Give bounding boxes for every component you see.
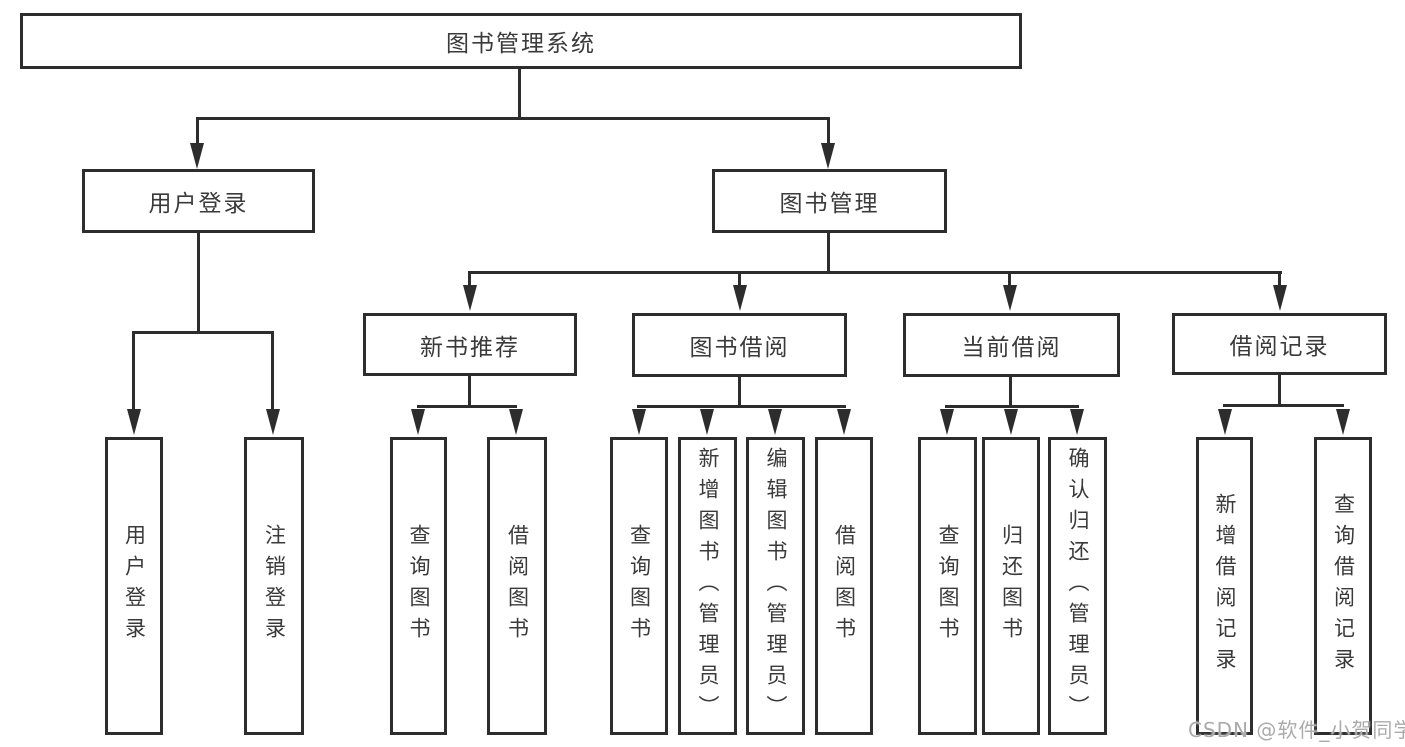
leaf-user-login: 用户登录: [105, 437, 163, 735]
arrow-down-icon: [1004, 409, 1018, 435]
leaf-recommend-borrow-book: 借阅图书: [487, 437, 547, 735]
node-book-management: 图书管理: [712, 169, 947, 233]
leaf-edit-book-admin-label: 编辑图书（管理员）: [764, 446, 788, 726]
connector-line: [738, 273, 741, 287]
leaf-query-borrow-record: 查询借阅记录: [1314, 437, 1372, 735]
node-new-book-recommend-label: 新书推荐: [420, 334, 520, 361]
connector-line: [827, 233, 830, 273]
arrow-down-icon: [837, 409, 851, 435]
arrow-down-icon: [821, 143, 835, 169]
leaf-recommend-query-book-label: 查询图书: [407, 524, 431, 648]
node-root: 图书管理系统: [20, 13, 1022, 69]
leaf-user-login-label: 用户登录: [122, 524, 147, 648]
node-current-borrow-label: 当前借阅: [961, 335, 1062, 361]
node-new-book-recommend: 新书推荐: [363, 313, 577, 376]
node-borrow-records: 借阅记录: [1172, 313, 1387, 375]
connector-line: [1008, 273, 1011, 287]
leaf-add-book-admin-label: 新增图书（管理员）: [696, 446, 720, 726]
node-book-borrow-label: 图书借阅: [689, 335, 790, 361]
leaf-borrow-book: 借阅图书: [815, 437, 873, 735]
node-user-login-label: 用户登录: [148, 191, 249, 217]
arrow-down-icon: [733, 285, 747, 311]
connector-line: [271, 333, 274, 409]
connector-line: [518, 69, 521, 119]
leaf-edit-book-admin: 编辑图书（管理员）: [746, 437, 805, 735]
leaf-confirm-return-admin-label: 确认归还（管理员）: [1066, 446, 1090, 726]
arrow-down-icon: [411, 409, 425, 435]
leaf-current-query-book-label: 查询图书: [936, 524, 960, 648]
node-current-borrow: 当前借阅: [903, 313, 1120, 377]
connector-line: [1009, 377, 1012, 407]
node-book-management-label: 图书管理: [779, 191, 880, 217]
leaf-borrow-query-book: 查询图书: [610, 437, 668, 735]
connector-line: [1278, 273, 1281, 287]
csdn-watermark: CSDN @软件_小贺同学: [1188, 718, 1405, 742]
leaf-recommend-query-book: 查询图书: [390, 437, 447, 735]
connector-line: [468, 376, 471, 408]
leaf-logout: 注销登录: [244, 437, 304, 735]
arrow-down-icon: [1273, 285, 1287, 311]
node-root-label: 图书管理系统: [446, 31, 596, 57]
arrow-down-icon: [1003, 285, 1017, 311]
connector-line: [132, 333, 135, 409]
connector-line: [738, 377, 741, 407]
node-borrow-records-label: 借阅记录: [1229, 334, 1330, 360]
leaf-borrow-query-book-label: 查询图书: [627, 524, 652, 648]
leaf-add-borrow-record-label: 新增借阅记录: [1213, 493, 1237, 679]
leaf-current-query-book: 查询图书: [918, 437, 977, 735]
arrow-down-icon: [1070, 409, 1084, 435]
node-book-borrow: 图书借阅: [632, 313, 847, 377]
arrow-down-icon: [768, 409, 782, 435]
leaf-add-book-admin: 新增图书（管理员）: [678, 437, 737, 735]
leaf-logout-label: 注销登录: [262, 524, 287, 648]
connector-line: [945, 405, 1079, 408]
arrow-down-icon: [509, 409, 523, 435]
arrow-down-icon: [1218, 409, 1232, 435]
connector-line: [637, 405, 846, 408]
leaf-query-borrow-record-label: 查询借阅记录: [1331, 493, 1356, 679]
arrow-down-icon: [190, 143, 204, 169]
arrow-down-icon: [266, 409, 280, 435]
connector-line: [827, 119, 830, 145]
connector-line: [197, 233, 200, 333]
leaf-add-borrow-record: 新增借阅记录: [1196, 437, 1253, 735]
node-user-login: 用户登录: [82, 169, 315, 233]
leaf-borrow-book-label: 借阅图书: [832, 524, 857, 648]
connector-line: [1278, 375, 1281, 406]
arrow-down-icon: [940, 409, 954, 435]
leaf-confirm-return-admin: 确认归还（管理员）: [1048, 437, 1107, 735]
arrow-down-icon: [632, 409, 646, 435]
connector-line: [417, 405, 517, 408]
arrow-down-icon: [463, 285, 477, 311]
leaf-return-book-label: 归还图书: [999, 524, 1024, 648]
connector-line: [468, 273, 471, 287]
connector-line: [196, 117, 830, 120]
arrow-down-icon: [127, 409, 141, 435]
connector-line: [132, 331, 274, 334]
arrow-down-icon: [700, 409, 714, 435]
connector-line: [1223, 404, 1344, 407]
leaf-return-book: 归还图书: [982, 437, 1040, 735]
arrow-down-icon: [1336, 409, 1350, 435]
connector-line: [468, 271, 1282, 274]
connector-line: [196, 119, 199, 145]
leaf-recommend-borrow-book-label: 借阅图书: [505, 524, 530, 648]
